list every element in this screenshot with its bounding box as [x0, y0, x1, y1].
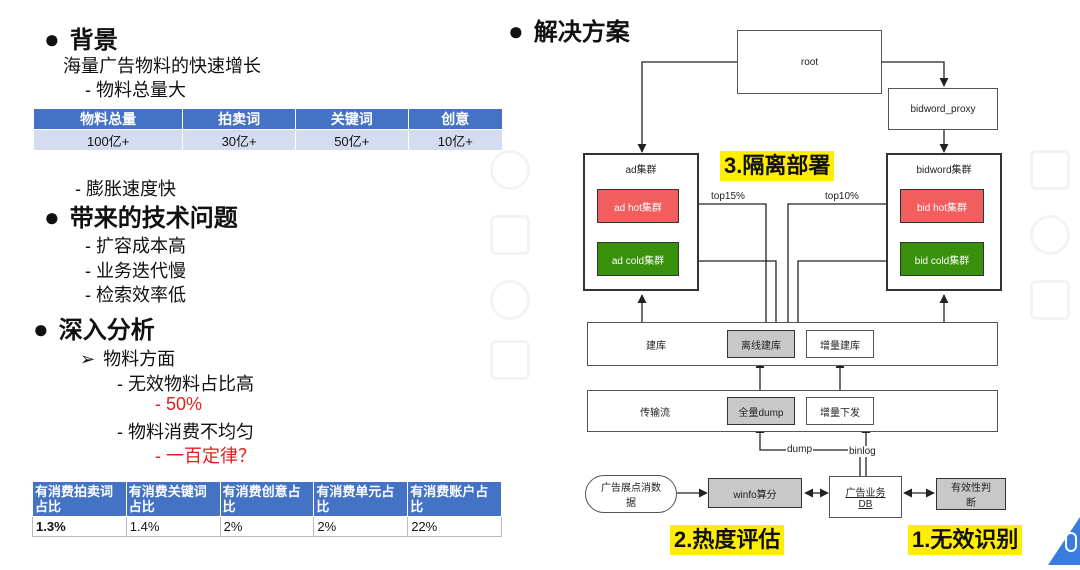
root-node: root [737, 30, 882, 94]
db-label-line2: DB [858, 499, 873, 510]
background-decoration [1030, 150, 1070, 190]
table-cell: 100亿+ [32, 129, 184, 151]
bidword-proxy-node: bidword_proxy [888, 88, 998, 130]
bullet-icon: ● [44, 24, 60, 54]
table-row: 1.3% 1.4% 2% 2% 22% [32, 516, 502, 537]
bid-cold-cluster-node: bid cold集群 [900, 242, 984, 276]
analysis-sub: ➢ 物料方面 [80, 345, 175, 371]
section-background-heading: ● 背景 [44, 20, 118, 55]
material-volume-table: 物料总量 拍卖词 关键词 创意 100亿+ 30亿+ 50亿+ 10亿+ [32, 108, 504, 151]
analysis-item-2-value: - 一百定律？ [155, 446, 256, 466]
table-header: 有消费单元占比 [313, 481, 409, 517]
table-header: 有消费创意占比 [219, 481, 315, 517]
section-title: 解决方案 [533, 19, 630, 46]
analysis-item-1-value: - 50% [155, 394, 203, 414]
table-cell: 50亿+ [294, 129, 409, 151]
ad-cluster-label: ad集群 [625, 165, 657, 176]
consumption-ratio-table: 有消费拍卖词占比 有消费关键词占比 有消费创意占比 有消费单元占比 有消费账户占… [32, 481, 502, 537]
edge-label-top15: top15% [710, 191, 746, 202]
ad-business-db-node: 广告业务 DB [829, 476, 902, 518]
table-header: 物料总量 [32, 108, 184, 130]
ad-show-data-node: 广告展点消数据 [585, 475, 677, 513]
background-line-2: - 物料总量大 [85, 80, 186, 100]
background-decoration [1030, 215, 1070, 255]
analysis-sub-label: 物料方面 [103, 349, 176, 369]
edge-label-dump: dump [786, 444, 814, 455]
bid-hot-cluster-node: bid hot集群 [900, 189, 984, 223]
table-cell: 2% [219, 516, 315, 537]
bullet-icon: ● [33, 314, 49, 344]
ad-hot-cluster-node: ad hot集群 [597, 189, 679, 223]
background-decoration [1030, 280, 1070, 320]
bullet-icon: ● [44, 202, 60, 232]
validity-check-node: 有效性判断 [936, 478, 1006, 510]
bidword-cluster-label: bidword集群 [916, 165, 972, 176]
table-header: 有消费关键词占比 [125, 481, 221, 517]
section-analysis-heading: ● 深入分析 [33, 310, 155, 345]
full-dump-node: 全量dump [727, 397, 795, 425]
problem-item: - 业务迭代慢 [85, 261, 186, 281]
background-decoration [490, 340, 530, 380]
section-title: 背景 [69, 27, 118, 54]
corner-decoration [1048, 517, 1080, 565]
incremental-build-node: 增量建库 [806, 330, 874, 358]
table-cell: 30亿+ [182, 129, 296, 151]
db-label-line1: 广告业务 [845, 488, 886, 499]
table-cell: 10亿+ [407, 129, 504, 151]
analysis-item-1: - 无效物料占比高 [117, 374, 254, 394]
transport-label: 传输流 [640, 407, 670, 419]
background-decoration [490, 215, 530, 255]
winfo-score-node: winfo算分 [708, 478, 802, 508]
table-cell: 22% [407, 516, 502, 537]
background-decoration [490, 280, 530, 320]
section-problems-heading: ● 带来的技术问题 [44, 198, 238, 233]
highlight-invalid: 1.无效识别 [908, 525, 1023, 555]
arrow-bullet-icon: ➢ [80, 349, 96, 369]
edge-label-binlog: binlog [848, 446, 877, 457]
table-header-row: 物料总量 拍卖词 关键词 创意 [32, 108, 504, 130]
problem-item: - 扩容成本高 [85, 236, 186, 256]
table-cell: 1.3% [32, 516, 127, 537]
table-header: 拍卖词 [182, 108, 296, 130]
table-cell: 1.4% [125, 516, 221, 537]
background-line-3: - 膨胀速度快 [75, 179, 176, 199]
ad-cold-cluster-node: ad cold集群 [597, 242, 679, 276]
background-line-1: 海量广告物料的快速增长 [63, 56, 261, 76]
table-header: 有消费拍卖词占比 [32, 481, 127, 517]
background-decoration [490, 150, 530, 190]
section-title: 带来的技术问题 [69, 205, 238, 232]
table-header: 创意 [407, 108, 504, 130]
section-title: 深入分析 [58, 317, 155, 344]
bullet-icon: ● [508, 16, 524, 46]
highlight-heat: 2.热度评估 [670, 525, 785, 555]
highlight-isolation: 3.隔离部署 [720, 151, 835, 181]
edge-label-top10: top10% [824, 191, 860, 202]
problem-item: - 检索效率低 [85, 285, 186, 305]
table-cell: 2% [313, 516, 409, 537]
table-header: 有消费账户占比 [407, 481, 502, 517]
table-header: 关键词 [294, 108, 409, 130]
table-header-row: 有消费拍卖词占比 有消费关键词占比 有消费创意占比 有消费单元占比 有消费账户占… [32, 481, 502, 517]
analysis-item-2: - 物料消费不均匀 [117, 422, 254, 442]
incremental-send-node: 增量下发 [806, 397, 874, 425]
build-lib-label: 建库 [646, 340, 666, 352]
offline-build-node: 离线建库 [727, 330, 795, 358]
table-row: 100亿+ 30亿+ 50亿+ 10亿+ [32, 129, 504, 151]
section-solution-heading: ● 解决方案 [508, 12, 630, 47]
